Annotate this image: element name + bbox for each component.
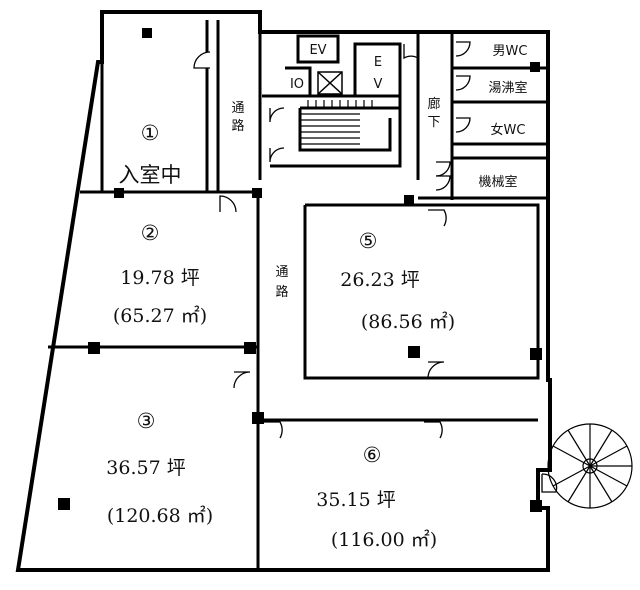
women-wc-label: 女WC xyxy=(491,122,526,138)
staircase xyxy=(300,100,373,145)
columns xyxy=(58,28,542,512)
unit-6-area-m2: (116.00 ㎡) xyxy=(331,528,437,551)
unit-3-number: ③ xyxy=(137,409,156,433)
building-outline xyxy=(15,10,552,572)
unit-6-number: ⑥ xyxy=(363,443,382,467)
spiral-staircase xyxy=(547,423,633,509)
hallway-label-1: 廊 xyxy=(427,96,440,112)
interior-walls xyxy=(48,12,546,568)
corridor-a-label-1: 通 xyxy=(231,101,244,116)
elevator-large-label-bottom: V xyxy=(374,77,383,92)
unit-1-number: ① xyxy=(141,121,160,145)
unit-3-area-m2: (120.68 ㎡) xyxy=(107,504,213,527)
kitchenette-label: 湯沸室 xyxy=(488,80,527,96)
unit-2-area-m2: (65.27 ㎡) xyxy=(113,304,207,327)
unit-5-area-tsubo: 26.23 坪 xyxy=(340,269,419,291)
unit-3-area-tsubo: 36.57 坪 xyxy=(106,457,185,479)
unit-5-area-m2: (86.56 ㎡) xyxy=(361,310,455,333)
unit-5-number: ⑤ xyxy=(359,229,378,253)
unit-2-area-tsubo: 19.78 坪 xyxy=(120,267,199,289)
corridor-a-label-2: 路 xyxy=(231,118,244,134)
doors xyxy=(193,41,558,493)
unit-2-number: ② xyxy=(141,221,160,245)
ev-shaft xyxy=(317,71,343,95)
machine-room-label: 機械室 xyxy=(478,174,517,190)
unit-6-area-tsubo: 35.15 坪 xyxy=(316,489,395,511)
elevator-small-label: EV xyxy=(309,43,326,58)
corridor-b-label-2: 路 xyxy=(275,284,288,300)
hallway-label-2: 下 xyxy=(427,115,440,130)
io-label: IO xyxy=(290,77,304,92)
elevator-large-label-top: E xyxy=(374,55,382,70)
unit-1-status: 入室中 xyxy=(119,163,182,187)
corridor-b-label-1: 通 xyxy=(275,265,288,280)
men-wc-label: 男WC xyxy=(493,44,528,59)
